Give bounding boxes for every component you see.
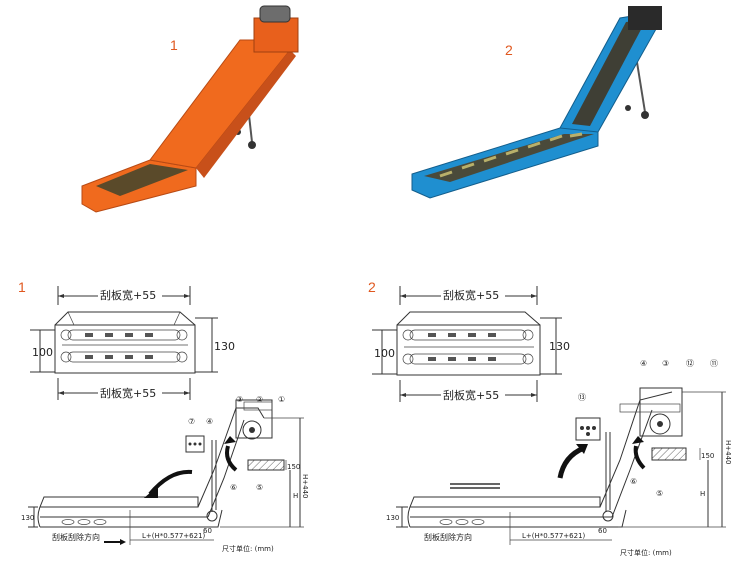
direction-label: 刮板刮除方向: [52, 532, 100, 542]
motor: [259, 5, 291, 23]
dim-h: H: [293, 492, 298, 500]
photo-conveyor-1: 1: [81, 5, 299, 213]
drawing-1: 1 刮板宽+55 100: [18, 279, 309, 553]
photo-label-1: 1: [170, 37, 178, 53]
formula: L+(H*0.577+621): [142, 532, 206, 540]
callout-2g: ⑤: [656, 489, 663, 498]
unit-label-2: 尺寸单位: (mm): [620, 548, 672, 557]
width-bottom-label-2: 刮板宽+55: [443, 388, 499, 402]
callout-2d: ⑪: [710, 359, 718, 368]
control-box-2: [575, 417, 601, 441]
photo-label-2: 2: [505, 42, 513, 58]
dim-h440-2: H+440: [724, 440, 732, 465]
callout-2a: ④: [640, 359, 647, 368]
width-bottom-label: 刮板宽+55: [100, 386, 156, 400]
control-box: [185, 435, 205, 453]
callout-a: ③: [236, 395, 243, 404]
photo-conveyor-2: 2: [411, 6, 662, 199]
callout-2e: ⑬: [578, 393, 586, 402]
dim-100: 100: [32, 346, 53, 359]
dim-130-low: 130: [21, 514, 34, 522]
dim-60-2: 60: [598, 527, 607, 535]
caster-wheel: [248, 141, 256, 149]
dim-130: 130: [214, 340, 235, 353]
drawing-1-label: 1: [18, 279, 26, 295]
callout-2f: ⑥: [630, 477, 637, 486]
drawing-2: 2 刮板宽+55 100 130: [368, 279, 732, 557]
wheel: [206, 510, 218, 522]
callout-g: ⑦: [188, 417, 195, 426]
dim-60: 60: [203, 527, 212, 535]
dim-100-2: 100: [374, 347, 395, 360]
unit-label: 尺寸单位: (mm): [222, 544, 274, 553]
dim-150: 150: [287, 463, 300, 471]
callout-2b: ③: [662, 359, 669, 368]
callout-e: ⑤: [256, 483, 263, 492]
direction-label-2: 刮板刮除方向: [424, 532, 472, 542]
dim-130-low-2: 130: [386, 514, 399, 522]
callouts-2: ④ ③ ⑫ ⑪ ⑬ ⑥ ⑤: [578, 359, 718, 498]
callout-c: ①: [278, 395, 285, 404]
callout-f: ⑥: [230, 483, 237, 492]
callout-b: ②: [256, 395, 263, 404]
callout-d: ④: [206, 417, 213, 426]
dim-h440: H+440: [301, 474, 309, 499]
drawing-2-label: 2: [368, 279, 376, 295]
formula-2: L+(H*0.577+621): [522, 532, 586, 540]
dim-150-2: 150: [701, 452, 714, 460]
width-top-label-2: 刮板宽+55: [443, 288, 499, 302]
dim-130-2: 130: [549, 340, 570, 353]
callout-2c: ⑫: [686, 359, 694, 368]
dim-h-2: H: [700, 490, 705, 498]
width-top-label: 刮板宽+55: [100, 288, 156, 302]
callouts-1: ③ ② ① ④ ⑤ ⑥ ⑦: [188, 395, 285, 492]
